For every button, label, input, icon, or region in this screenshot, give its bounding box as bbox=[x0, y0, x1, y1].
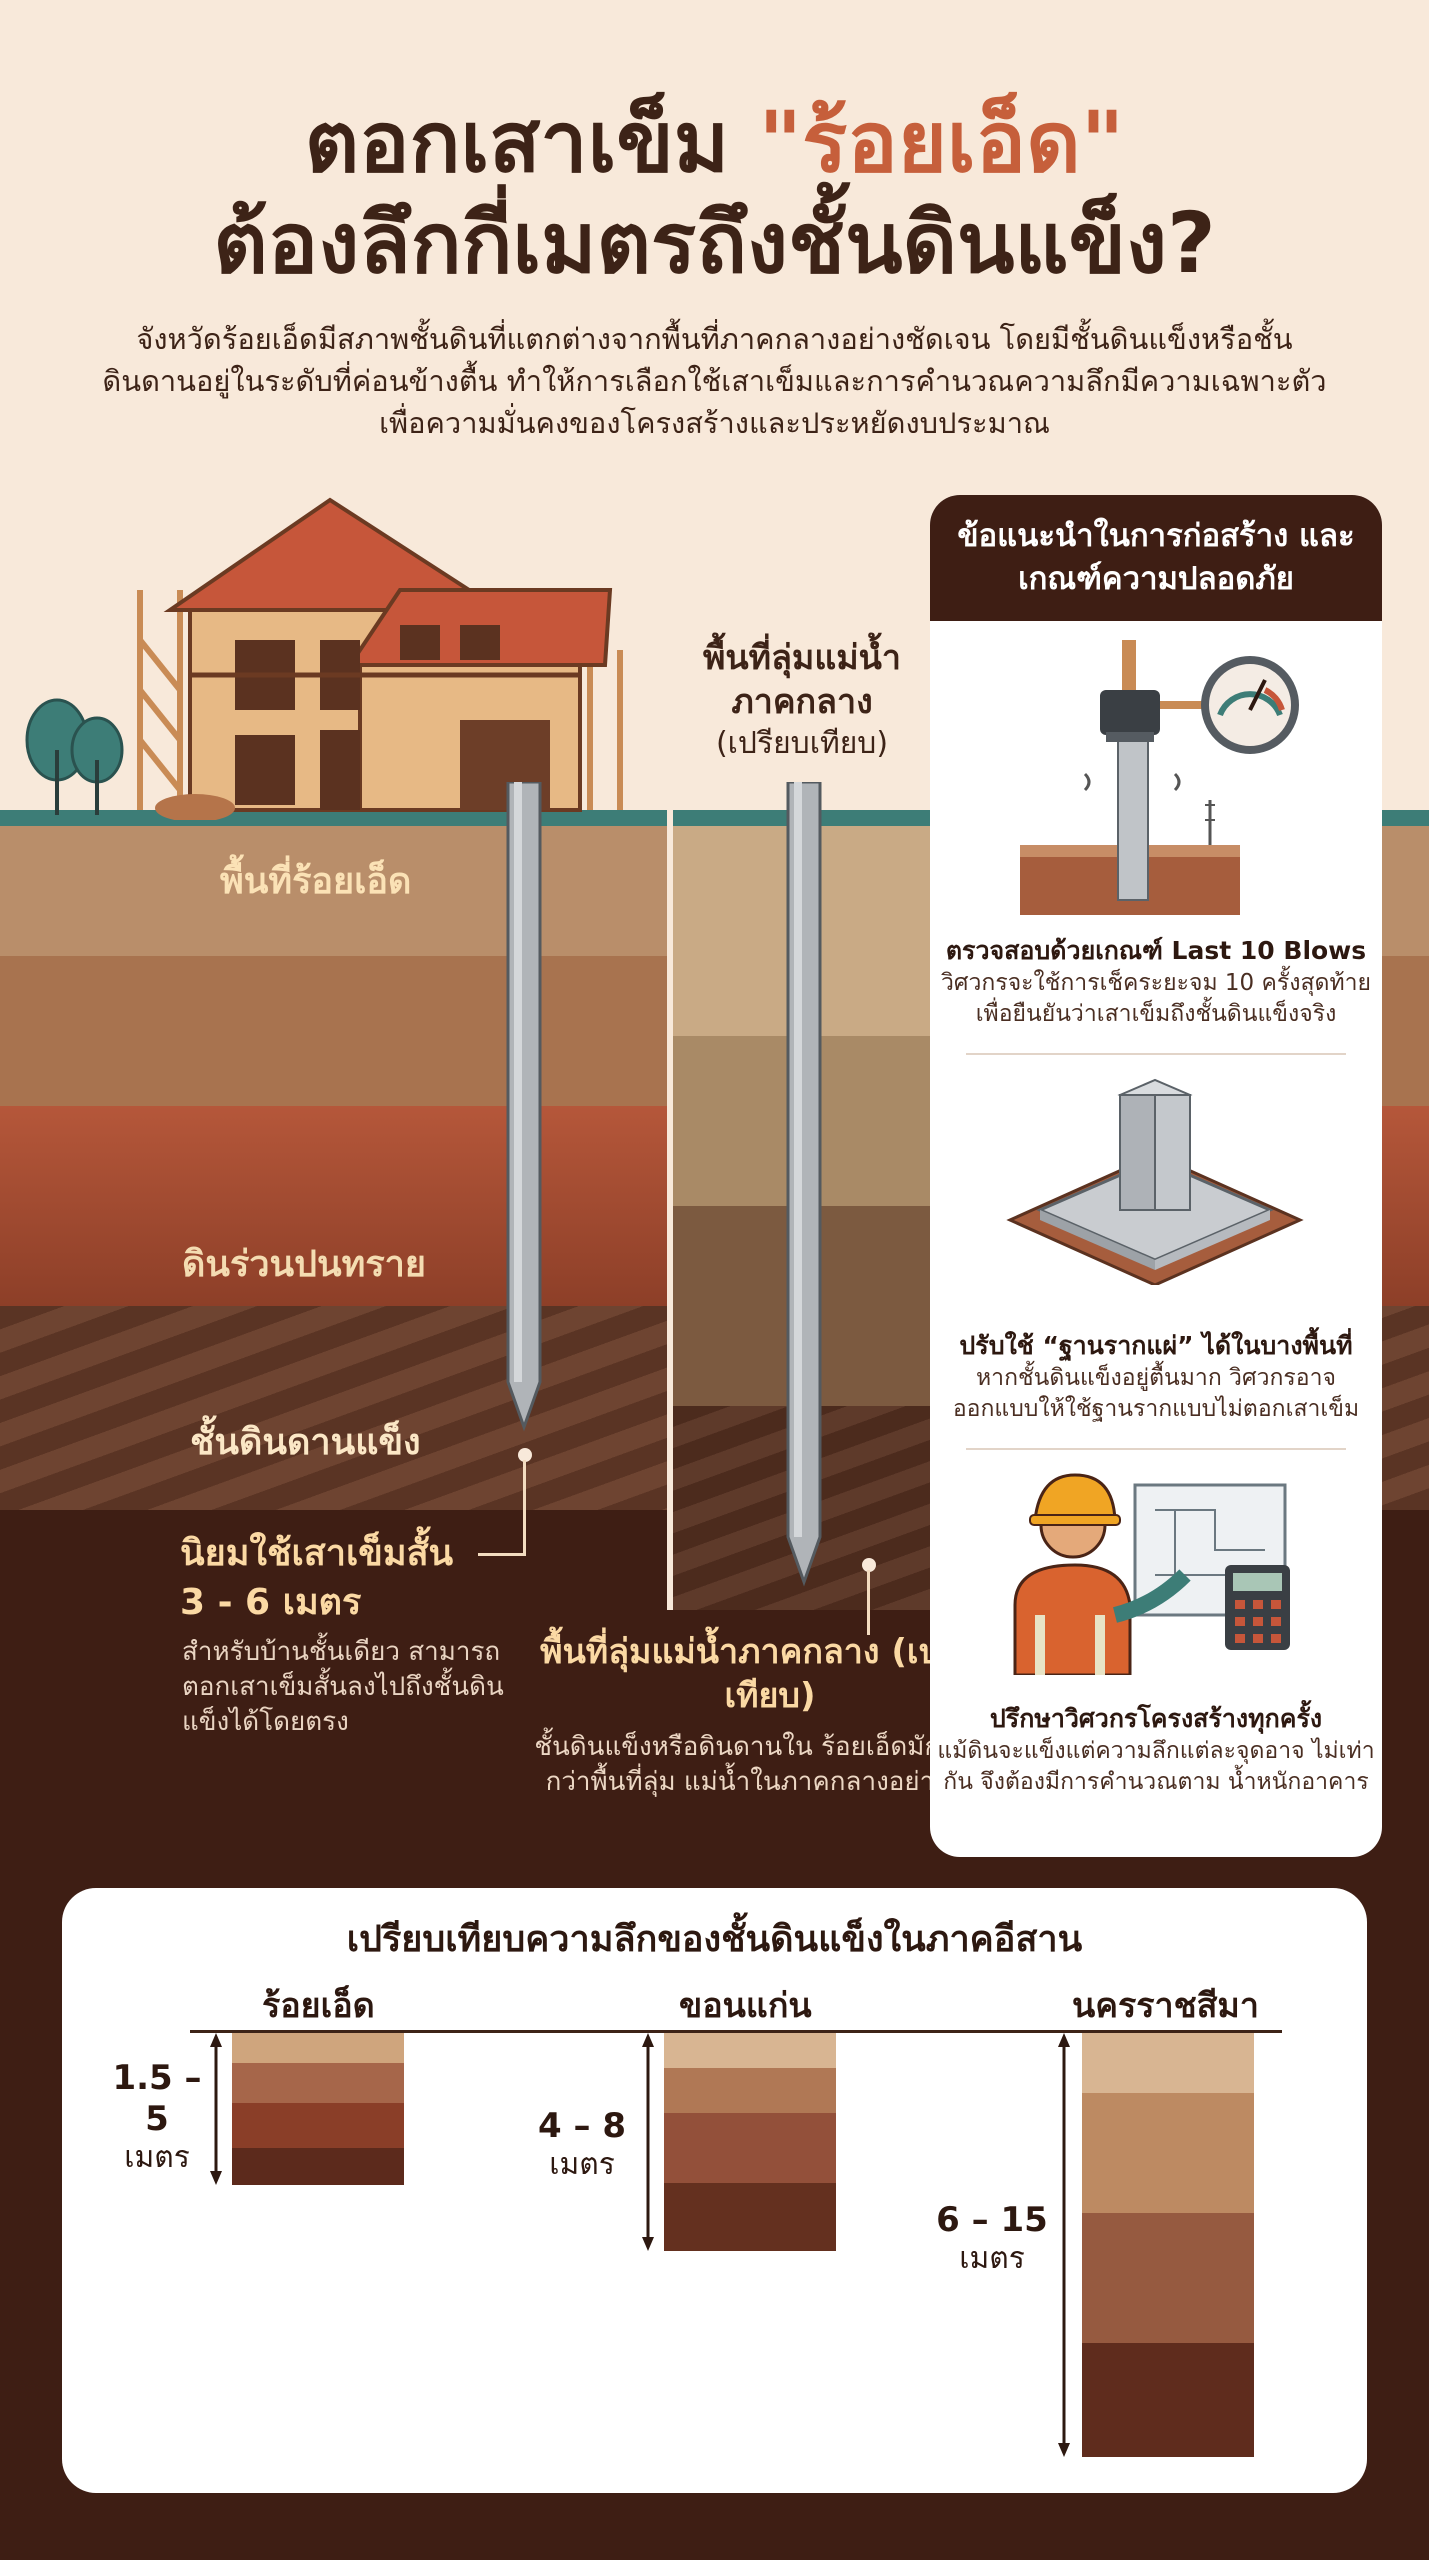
roiet-callout-line bbox=[523, 1460, 526, 1555]
tip-consult-engineer: ปรึกษาวิศวกรโครงสร้างทุกครั้ง แม้ดินจะแข… bbox=[937, 1704, 1375, 1795]
tip-spread-footing: ปรับใช้ “ฐานรากแผ่” ได้ในบางพื้นที่ หากช… bbox=[952, 1331, 1360, 1422]
depth-value-korat: 6 – 15 เมตร bbox=[936, 2200, 1048, 2276]
central-note-title: พื้นที่ลุ่มแม่น้ำภาคกลาง (เปรียบเทียบ) bbox=[540, 1632, 1000, 1717]
ground-baseline bbox=[190, 2030, 1282, 2033]
central-pile-tip-dot bbox=[862, 1558, 876, 1572]
short-pile-range: 3 - 6 เมตร bbox=[180, 1581, 362, 1623]
tip-divider bbox=[966, 1448, 1346, 1450]
central-pile bbox=[786, 782, 822, 1587]
tree-illustration bbox=[25, 698, 124, 815]
intro-text: จังหวัดร้อยเอ็ดมีสภาพชั้นดินที่แตกต่างจา… bbox=[102, 322, 1327, 441]
pile-driving-gauge-icon bbox=[1020, 640, 1299, 915]
sandy-loam-label: ดินร่วนปนทราย bbox=[182, 1244, 426, 1285]
province-name-roiet: ร้อยเอ็ด bbox=[262, 1986, 375, 2026]
title-highlight: "ร้อยเอ็ด" bbox=[758, 93, 1125, 191]
roiet-pile-tip-dot bbox=[518, 1448, 532, 1462]
comparison-title: เปรียบเทียบความลึกของชั้นดินแข็งในภาคอีส… bbox=[346, 1919, 1083, 1960]
depth-column-korat bbox=[1082, 2033, 1254, 2457]
central-plain-title: พื้นที่ลุ่มแม่น้ำ ภาคกลาง (เปรียบเทียบ) bbox=[672, 636, 932, 763]
title-prefix: ตอกเสาเข็ม bbox=[304, 93, 759, 191]
depth-arrow-roiet bbox=[210, 2033, 222, 2185]
depth-value-roiet: 1.5 – 5 เมตร bbox=[112, 2058, 202, 2175]
depth-column-khonkaen bbox=[664, 2033, 836, 2251]
province-name-korat: นครราชสีมา bbox=[1072, 1986, 1259, 2026]
house-illustration bbox=[137, 497, 623, 820]
comparison-panel: เปรียบเทียบความลึกของชั้นดินแข็งในภาคอีส… bbox=[62, 1888, 1367, 2493]
advice-card: ข้อแนะนำในการก่อสร้าง และเกณฑ์ความปลอดภั… bbox=[930, 495, 1382, 1857]
engineer-icon bbox=[1013, 1473, 1290, 1675]
central-callout-line bbox=[867, 1570, 870, 1635]
depth-arrow-khonkaen bbox=[642, 2033, 654, 2251]
page-title: ตอกเสาเข็ม "ร้อยเอ็ด" ต้องลึกกี่เมตรถึงช… bbox=[0, 92, 1429, 294]
roiet-callout-line-h bbox=[478, 1553, 526, 1556]
title-line-2: ต้องลึกกี่เมตรถึงชั้นดินแข็ง? bbox=[213, 193, 1216, 292]
spread-footing-icon bbox=[1006, 1078, 1304, 1285]
advice-heading: ข้อแนะนำในการก่อสร้าง และเกณฑ์ความปลอดภั… bbox=[930, 495, 1382, 621]
hardpan-label: ชั้นดินดานแข็ง bbox=[190, 1422, 421, 1463]
central-note-description: ชั้นดินแข็งหรือดินดานใน ร้อยเอ็ดมักอยู่ต… bbox=[534, 1732, 1006, 1798]
depth-value-khonkaen: 4 – 8 เมตร bbox=[538, 2106, 626, 2182]
depth-arrow-korat bbox=[1058, 2033, 1070, 2457]
roiet-pile bbox=[506, 782, 542, 1432]
central-plain-subtitle: (เปรียบเทียบ) bbox=[715, 726, 889, 762]
province-name-khonkaen: ขอนแก่น bbox=[679, 1986, 812, 2026]
roiet-area-label: พื้นที่ร้อยเอ็ด bbox=[220, 861, 412, 902]
tip-last-10-blows: ตรวจสอบด้วยเกณฑ์ Last 10 Blows วิศวกรจะใ… bbox=[941, 936, 1371, 1027]
short-pile-heading: นิยมใช้เสาเข็มสั้น 3 - 6 เมตร bbox=[180, 1530, 453, 1627]
depth-column-roiet bbox=[232, 2033, 404, 2185]
tip-divider bbox=[966, 1053, 1346, 1055]
column-divider bbox=[667, 800, 673, 1610]
short-pile-description: สำหรับบ้านชั้นเดียว สามารถตอกเสาเข็มสั้น… bbox=[182, 1637, 504, 1738]
title-line-1: ตอกเสาเข็ม "ร้อยเอ็ด" bbox=[0, 92, 1429, 193]
